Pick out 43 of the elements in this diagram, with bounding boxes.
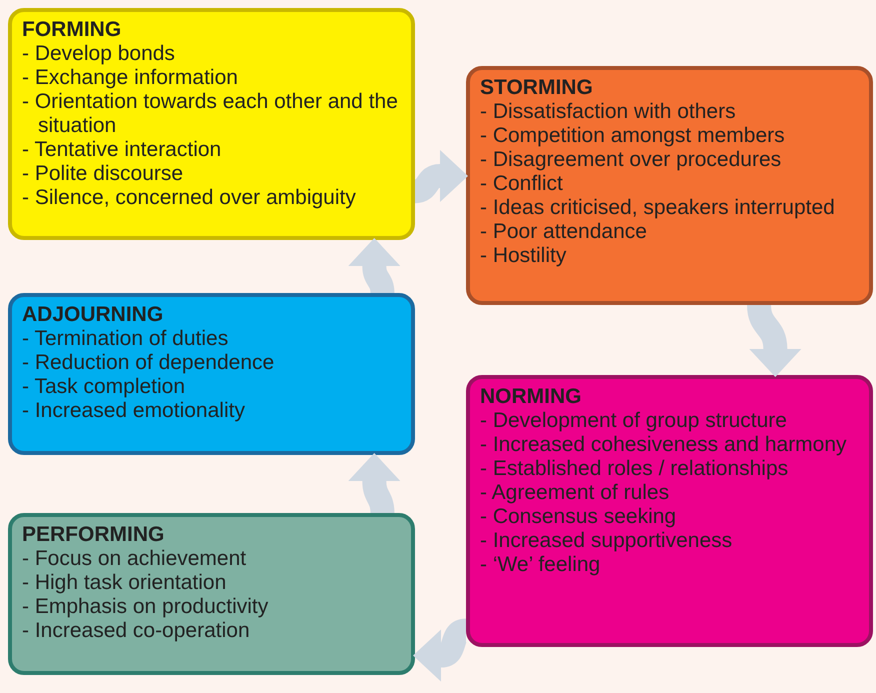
bullet-item: - Conflict [480, 172, 564, 196]
bullet-item: - Increased emotionality [22, 399, 246, 423]
bullet-item: - Dissatisfaction with others [480, 100, 737, 124]
bullet-item: - Established roles / relationships [480, 457, 790, 481]
stage-box [466, 375, 873, 647]
bullet-item: - High task orientation [22, 571, 228, 595]
bullet-item: - Consensus seeking [480, 505, 678, 529]
stage-heading: STORMING [480, 76, 594, 100]
bullet-item: - Increased cohesiveness and harmony [480, 433, 848, 457]
bullet-item: - Hostility [480, 244, 568, 268]
bullet-item: - Agreement of rules [480, 481, 670, 505]
bullet-item: - Ideas criticised, speakers interrupted [480, 196, 836, 220]
stage-box [8, 293, 415, 455]
curved-arrow [414, 150, 468, 204]
bullet-item: - Increased supportiveness [480, 529, 734, 553]
curved-arrow [348, 238, 400, 294]
bullet-item: - Polite discourse [22, 162, 184, 186]
stage-heading: NORMING [480, 385, 582, 409]
bullet-item: - Focus on achievement [22, 547, 248, 571]
bullet-item: - Exchange information [22, 66, 239, 90]
stage-box [8, 8, 415, 240]
bullet-item: - Reduction of dependence [22, 351, 276, 375]
bullet-item: - Disagreement over procedures [480, 148, 782, 172]
bullet-item: - Develop bonds [22, 42, 176, 66]
stage-box [466, 66, 873, 305]
bullet-item: - Competition amongst members [480, 124, 786, 148]
bullet-item: - Development of group structure [480, 409, 788, 433]
bullet-item: - Increased co-operation [22, 619, 251, 643]
bullet-item: - Emphasis on productivity [22, 595, 270, 619]
bullet-item: - Tentative interaction [22, 138, 222, 162]
stage-heading: PERFORMING [22, 523, 166, 547]
bullet-item: - Poor attendance [480, 220, 648, 244]
stage-heading: ADJOURNING [22, 303, 164, 327]
stage-box [8, 513, 415, 675]
curved-arrow [348, 453, 400, 514]
bullet-item: - Orientation towards each other and the situation [22, 90, 399, 138]
bullet-item: - Termination of duties [22, 327, 230, 351]
stage-heading: FORMING [22, 18, 122, 42]
bullet-item: - ‘We’ feeling [480, 553, 602, 577]
bullet-item: - Silence, concerned over ambiguity [22, 186, 357, 210]
curved-arrow [747, 304, 802, 377]
bullet-item: - Task completion [22, 375, 186, 399]
curved-arrow [413, 618, 468, 682]
